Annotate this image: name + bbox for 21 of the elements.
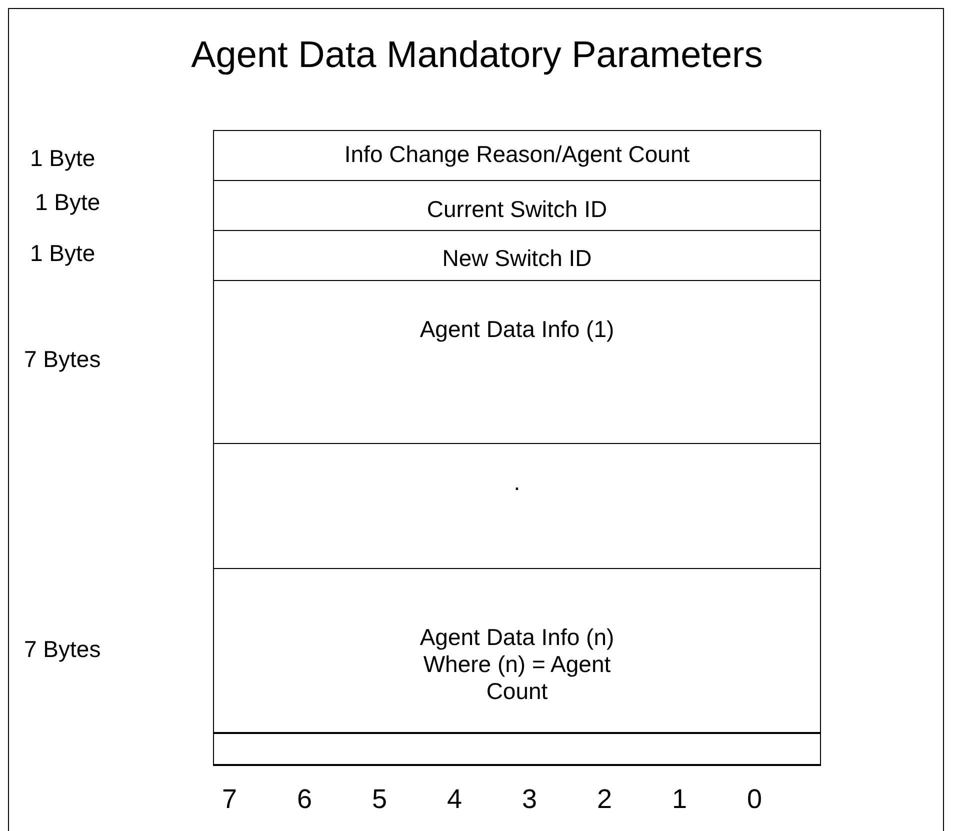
title: Agent Data Mandatory Parameters [190, 34, 764, 76]
bit-number: 6 [297, 784, 312, 815]
field-name: Agent Data Info (1) [418, 316, 616, 343]
field-name: Info Change Reason/Agent Count [343, 141, 691, 168]
bit-number: 7 [222, 784, 238, 815]
field-name: Current Switch ID [426, 196, 608, 223]
bit-number: 0 [747, 784, 762, 815]
bit-number: 3 [522, 784, 538, 815]
field-name: . [512, 469, 522, 496]
bit-number: 4 [447, 784, 462, 815]
byte-size-label: 7 Bytes [24, 346, 101, 373]
byte-size-label: 1 Byte [30, 145, 96, 172]
bit-number: 1 [672, 784, 688, 815]
field-name: Agent Data Info (n) Where (n) = Agent Count [418, 624, 616, 705]
byte-size-label: 7 Bytes [24, 636, 101, 663]
field-name: New Switch ID [441, 245, 593, 272]
empty-field-row [213, 733, 821, 765]
byte-size-label: 1 Byte [30, 240, 96, 267]
bit-number: 2 [597, 784, 612, 815]
bit-number: 5 [372, 784, 388, 815]
byte-size-label: 1 Byte [35, 189, 100, 216]
